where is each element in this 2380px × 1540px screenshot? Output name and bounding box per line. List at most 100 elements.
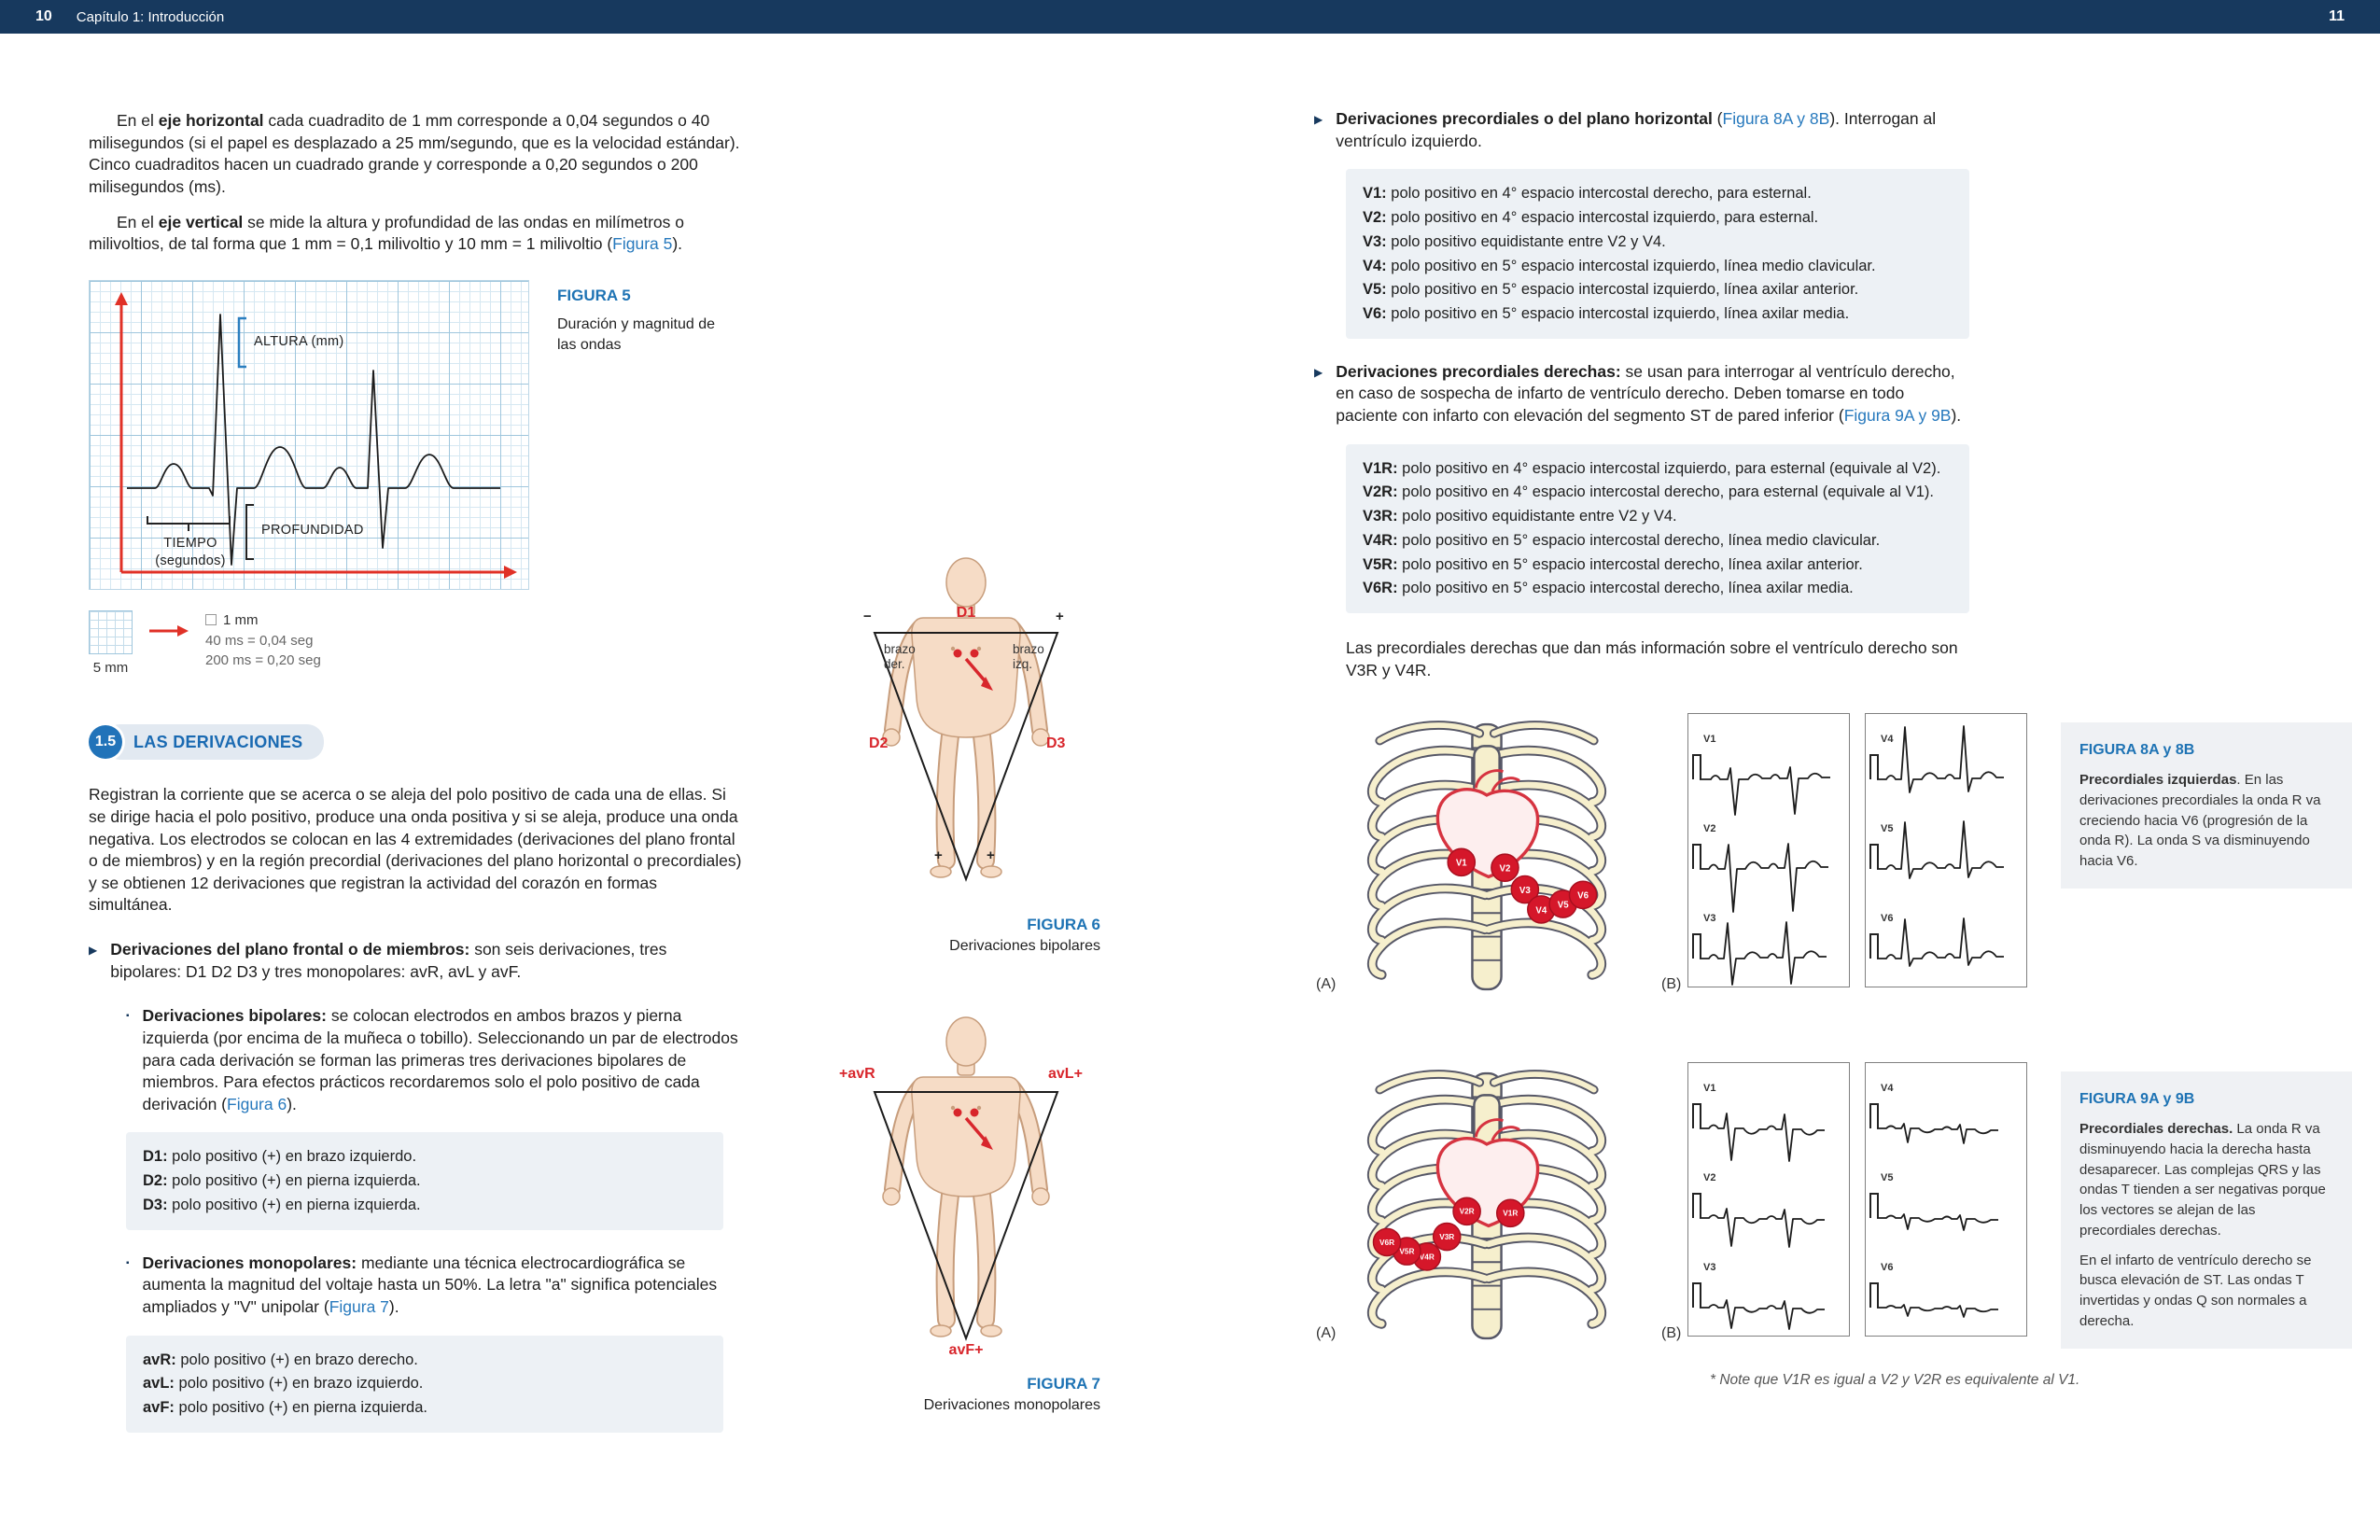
section-number-badge: 1.5 <box>89 725 122 760</box>
text-segment: En el <box>117 212 159 231</box>
left-page-text-column: En el eje horizontal cada cuadradito de … <box>89 110 742 1433</box>
figure-ref-link[interactable]: Figura 6 <box>227 1094 287 1113</box>
right-page-number: 11 <box>2329 8 2345 24</box>
svg-text:V2: V2 <box>1703 823 1715 834</box>
twohundred-ms-label: 200 ms = 0,20 seg <box>205 652 321 669</box>
scale-values: 1 mm 40 ms = 0,04 seg 200 ms = 0,20 seg <box>205 610 321 671</box>
text-segment: ). <box>287 1094 297 1113</box>
section-intro-paragraph: Registran la corriente que se acerca o s… <box>89 785 742 915</box>
tiempo-label: TIEMPO (segundos) <box>155 535 226 569</box>
svg-text:V3: V3 <box>1703 1262 1715 1273</box>
lead-d1-label: D1 <box>956 605 976 621</box>
square-bullet-icon: ▪ <box>126 1011 130 1022</box>
profundidad-bracket <box>245 503 254 560</box>
svg-text:V2: V2 <box>1703 1172 1715 1183</box>
svg-text:V6R: V6R <box>1379 1239 1394 1247</box>
chapter-title: Capítulo 1: Introducción <box>76 8 225 25</box>
figure6-caption-sub: Derivaciones bipolares <box>949 938 1100 954</box>
box-item-v4: V4: polo positivo en 5° espacio intercos… <box>1363 255 1953 278</box>
square-bullet-icon: ▪ <box>126 1257 130 1268</box>
brazo-derecho-label: brazo der. <box>884 642 916 671</box>
bullet-bipolares: ▪ Derivaciones bipolares: se colocan ele… <box>126 1005 742 1115</box>
strip-panel-v4-v6: V4 V5 V6 <box>1865 713 2027 987</box>
figure5-ecg-grid: ALTURA (mm) PROFUNDIDAD TIEMPO (segundos… <box>89 279 529 590</box>
svg-text:V4: V4 <box>1535 905 1547 916</box>
one-mm-label: 1 mm <box>223 611 259 628</box>
left-page-number: 10 <box>35 8 52 24</box>
right-page-text-column: ▶ Derivaciones precordiales o del plano … <box>1314 108 1969 681</box>
text-segment: ). <box>672 234 683 254</box>
profundidad-label: PROFUNDIDAD <box>261 522 364 538</box>
mini-grid-icon <box>89 609 133 654</box>
box-item-v1r: V1R: polo positivo en 4° espacio interco… <box>1363 457 1953 481</box>
einthoven-triangle <box>873 632 1059 882</box>
strip-panel-v1-v3: V1 V2 V3 <box>1687 713 1850 987</box>
svg-text:V2R: V2R <box>1460 1208 1475 1216</box>
lead-triangle <box>873 1091 1059 1341</box>
head <box>945 557 987 608</box>
figure-ref-link[interactable]: Figura 5 <box>612 234 673 254</box>
svg-text:V5R: V5R <box>1399 1248 1414 1256</box>
bullet-text: Derivaciones monopolares: mediante una t… <box>143 1253 742 1319</box>
figure8-caption-text: Precordiales izquierdas. En las derivaci… <box>2079 770 2333 872</box>
text-segment: polo positivo (+) en pierna izquierda. <box>167 1172 421 1190</box>
one-mm-square-icon <box>205 613 217 625</box>
figure9-caption-box: FIGURA 9A y 9B Precordiales derechas. La… <box>2061 1071 2352 1349</box>
box-item-v5r: V5R: polo positivo en 5° espacio interco… <box>1363 553 1953 577</box>
head <box>945 1016 987 1067</box>
paragraph-vertical-axis: En el eje vertical se mide la altura y p… <box>89 212 742 256</box>
lead-avf-label: avF+ <box>948 1342 984 1358</box>
text-segment: se usan para interrogar al ventrículo de… <box>1336 361 1955 425</box>
box-item-v5: V5: polo positivo en 5° espacio intercos… <box>1363 278 1953 301</box>
svg-text:V1: V1 <box>1703 1083 1715 1094</box>
precordiales-box: V1: polo positivo en 4° espacio intercos… <box>1346 169 1969 339</box>
text-segment: polo positivo en 5° espacio intercostal … <box>1397 555 1863 573</box>
figure-ref-link[interactable]: Figura 9A y 9B <box>1843 406 1952 425</box>
panel-b-label: (B) <box>1661 1325 1682 1341</box>
triangle-bullet-icon: ▶ <box>1314 113 1323 126</box>
figure5-caption-text: Duración y magnitud de las ondas <box>557 315 715 354</box>
text-segment: ). <box>1951 406 1962 425</box>
text-segment: polo positivo (+) en pierna izquierda. <box>174 1399 427 1417</box>
page-header-bar: 10 Capítulo 1: Introducción 11 <box>0 0 2380 34</box>
svg-text:V3R: V3R <box>1439 1233 1454 1241</box>
ribcage-svg: V1R V2R V3R V4R V5R V6R <box>1366 1070 1607 1340</box>
grid-scale-note: 5 mm 1 mm 40 ms = 0,04 seg 200 ms = 0,20… <box>89 609 742 678</box>
box-item-v6: V6: polo positivo en 5° espacio intercos… <box>1363 302 1953 326</box>
text-segment: polo positivo en 4° espacio intercostal … <box>1397 459 1941 477</box>
text-segment: avF: <box>143 1399 175 1417</box>
figure7: +avR avL+ avF+ FIGURA 7 Derivaciones mon… <box>826 1010 1106 1414</box>
figure5-caption-title: FIGURA 5 <box>557 286 631 304</box>
text-segment: V1: <box>1363 185 1387 203</box>
svg-text:V6: V6 <box>1881 913 1893 924</box>
text-segment: V3R: <box>1363 508 1398 525</box>
electrode-marker: V6R <box>1372 1227 1402 1257</box>
text-segment: polo positivo en 4° espacio intercostal … <box>1386 185 1812 203</box>
one-mm-line: 1 mm <box>205 610 321 631</box>
text-segment: polo positivo en 5° espacio intercostal … <box>1386 257 1876 274</box>
bipolares-box: D1: polo positivo (+) en brazo izquierdo… <box>126 1132 723 1230</box>
precordiales-derechas-box: V1R: polo positivo en 4° espacio interco… <box>1346 443 1969 614</box>
figure-ref-link[interactable]: Figura 8A y 8B <box>1722 109 1830 128</box>
text-segment: ( <box>1712 109 1723 128</box>
figure-ref-link[interactable]: Figura 7 <box>329 1296 389 1316</box>
svg-text:V6: V6 <box>1577 891 1589 902</box>
box-item-avl: avL: polo positivo (+) en brazo izquierd… <box>143 1372 707 1395</box>
plus-sign: + <box>987 847 995 863</box>
bullet-text: Derivaciones precordiales derechas: se u… <box>1336 361 1969 427</box>
text-segment: avR: <box>143 1351 176 1368</box>
text-segment: V6R: <box>1363 580 1398 597</box>
box-item-v1: V1: polo positivo en 4° espacio intercos… <box>1363 182 1953 205</box>
lead-d3-label: D3 <box>1046 735 1066 751</box>
text-segment: V1R: <box>1363 459 1398 477</box>
text-segment: V5R: <box>1363 555 1398 573</box>
electrode-marker: V3 <box>1510 875 1540 904</box>
strip-panel-v1-v3: V1 V2 V3 <box>1687 1062 1850 1337</box>
text-segment: eje horizontal <box>158 111 264 130</box>
svg-text:V5: V5 <box>1881 823 1893 834</box>
figure7-caption-sub: Derivaciones monopolares <box>923 1397 1100 1413</box>
text-segment: Derivaciones bipolares: <box>142 1006 327 1026</box>
lead-d2-label: D2 <box>869 735 889 751</box>
svg-text:V1: V1 <box>1456 859 1467 869</box>
electrode-marker: V2 <box>1491 853 1519 882</box>
